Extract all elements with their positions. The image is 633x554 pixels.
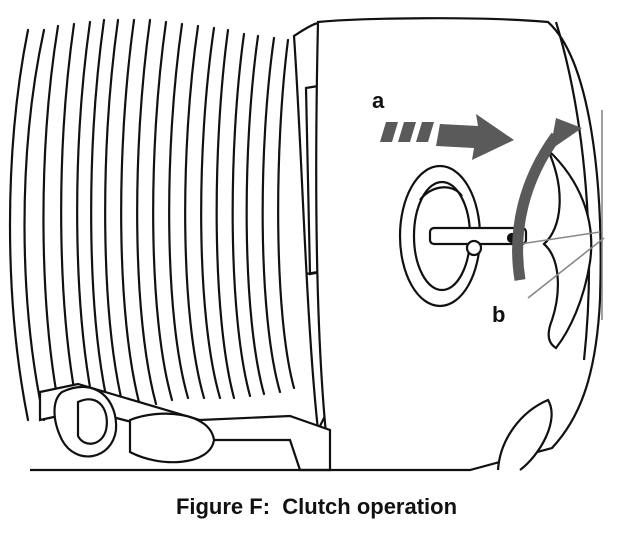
label-b: b (492, 302, 505, 327)
clutch-handle (519, 110, 605, 350)
figure-caption: Figure F: Clutch operation (175, 494, 458, 519)
frame-base (30, 382, 332, 472)
clutch-hub (398, 164, 528, 308)
label-a: a (372, 88, 385, 113)
rotate-arrow (512, 118, 582, 281)
push-arrow (380, 114, 514, 160)
coiled-hose (8, 18, 296, 424)
